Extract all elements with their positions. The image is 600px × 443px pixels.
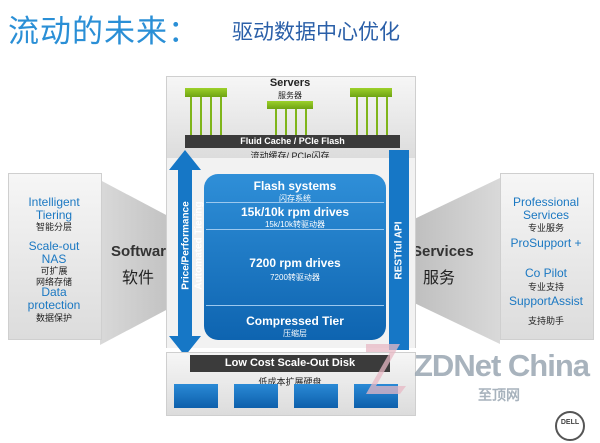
tier-compressed: Compressed Tier (246, 314, 344, 328)
tier-stack (204, 174, 386, 340)
service-item-copilot-cn: 专业支持 (527, 282, 564, 292)
page-subtitle: 驱动数据中心优化 (232, 21, 400, 44)
connector (220, 97, 222, 135)
servers-label-cn: 服务器 (278, 91, 302, 100)
services-label: Services (412, 243, 474, 260)
software-item-protection-cn: 数据保护 (35, 313, 72, 323)
arrow-label-tiering: Automated Tiering (193, 201, 205, 290)
connector (376, 97, 378, 135)
server-unit-1 (185, 88, 227, 97)
disk-unit (294, 384, 338, 408)
software-item-tiering: Intelligent Tiering (28, 195, 80, 222)
tier-7200: 7200 rpm drives (249, 256, 341, 270)
service-item-copilot: Co Pilot (524, 266, 568, 280)
watermark-mark (366, 344, 406, 394)
connector (386, 97, 388, 135)
right-wedge (408, 178, 500, 344)
servers-label: Servers (269, 77, 311, 89)
software-panel (8, 173, 102, 340)
server-unit-3 (350, 88, 392, 97)
services-panel (500, 173, 594, 340)
server-unit-2 (267, 101, 313, 109)
connector (275, 109, 277, 135)
dell-logo-text: DELL (560, 419, 580, 426)
restful-api-bar (389, 150, 409, 350)
watermark-brand: ZDNet China (414, 348, 590, 383)
software-item-tiering-cn: 智能分层 (35, 222, 72, 232)
arrow-label-price: Price/Performance (180, 201, 192, 290)
disk-unit (174, 384, 218, 408)
software-item-nas-cn: 可扩展 网络存储 (35, 266, 72, 287)
fluid-cache-label-cn: 流动缓存/ PCIe闪存 (250, 151, 330, 161)
tier-15k-cn: 15k/10k转驱动器 (264, 220, 326, 229)
fluid-cache-bar: Fluid Cache / PCIe Flash (185, 135, 400, 148)
tier-divider (206, 229, 384, 230)
connector (190, 97, 192, 135)
service-item-supportassist: SupportAssist (508, 294, 584, 308)
watermark-brand-cn: 至顶网 (478, 387, 520, 403)
tier-divider (206, 202, 384, 203)
tier-7200-cn: 7200转驱动器 (270, 273, 320, 282)
connector (295, 109, 297, 135)
software-label: Software (111, 243, 175, 260)
service-item-professional-cn: 专业服务 (527, 223, 564, 233)
connector (305, 109, 307, 135)
services-label-cn: 服务 (423, 270, 456, 287)
restful-api-label: RESTful API (393, 221, 405, 280)
service-item-professional: Professional Services (512, 195, 580, 222)
connector (200, 97, 202, 135)
software-label-cn: 软件 (122, 270, 155, 287)
tier-15k: 15k/10k rpm drives (240, 205, 350, 219)
left-wedge (100, 180, 185, 345)
tier-flash: Flash systems (253, 179, 337, 193)
service-item-supportassist-cn: 支持助手 (527, 316, 564, 326)
price-performance-arrow (169, 150, 201, 356)
page-title: 流动的未来： (8, 14, 200, 49)
connector (210, 97, 212, 135)
service-item-prosupport: ProSupport + (510, 236, 582, 250)
scaleout-label-cn: 低成本扩展硬盘 (258, 377, 322, 387)
connector (285, 109, 287, 135)
connector (356, 97, 358, 135)
software-item-nas: Scale-out NAS (28, 239, 80, 266)
tier-divider (206, 305, 384, 306)
connector (366, 97, 368, 135)
dell-logo (555, 411, 585, 441)
tier-compressed-cn: 压缩层 (283, 329, 307, 338)
scaleout-bar: Low Cost Scale-Out Disk (190, 355, 390, 372)
disk-unit (234, 384, 278, 408)
software-item-protection: Data protection (27, 285, 81, 312)
tier-flash-cn: 闪存系统 (279, 194, 311, 203)
